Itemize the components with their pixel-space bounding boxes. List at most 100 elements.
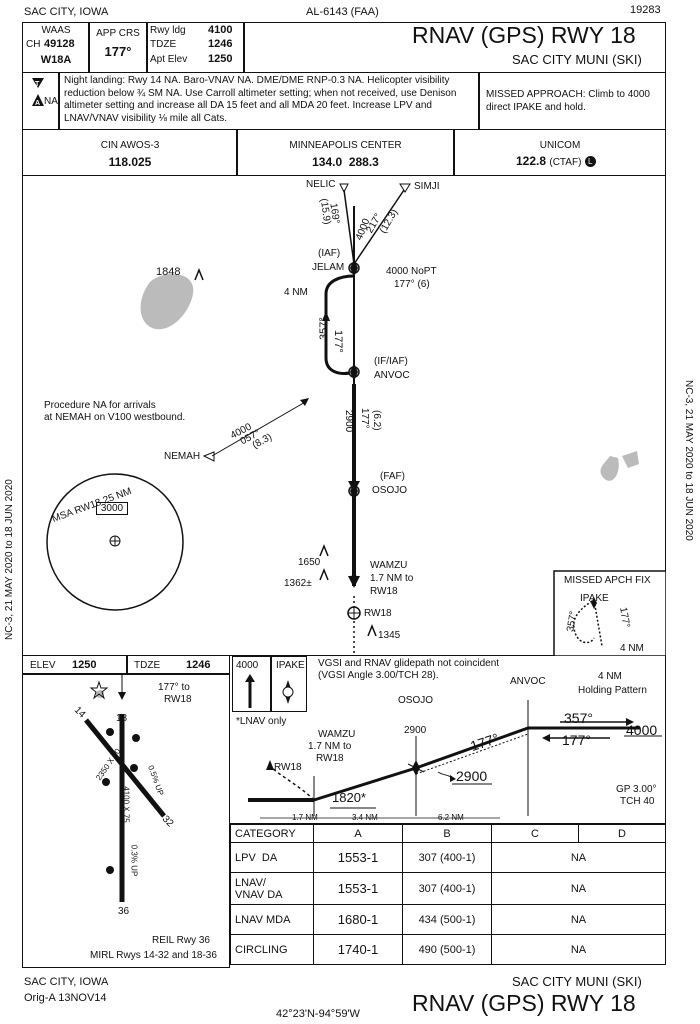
fix-wamzu: [350, 571, 358, 587]
nemah-note-2: at NEMAH on V100 westbound.: [44, 412, 186, 423]
briefing-strip: [22, 22, 666, 72]
rwy-ldg-label: Rwy ldg: [150, 25, 186, 36]
fix-anvoc: [348, 363, 360, 381]
haa-cell: 490 (500-1): [402, 934, 492, 965]
header-city: SAC CITY, IOWA: [24, 6, 109, 18]
rwy-36-label: 36: [118, 906, 130, 917]
label-obst-1650: 1650: [298, 557, 321, 568]
prof-osojo-alt: 2900: [404, 725, 427, 736]
label-iaf: (IAF): [318, 248, 341, 259]
footer-city: SAC CITY, IOWA: [24, 976, 109, 988]
rwy-ldg-value: 4100: [208, 24, 233, 36]
center-freq: 134.0 288.3: [312, 155, 379, 169]
airport-name: SAC CITY MUNI (SKI): [512, 52, 642, 67]
date-left: NC-3, 21 MAY 2020 to 18 JUN 2020: [4, 479, 15, 640]
val-cell: 1740-1: [313, 934, 403, 965]
ch-value: 49128: [44, 38, 75, 50]
label-faf: (FAF): [380, 471, 405, 482]
cat-cell: LNAV MDA: [230, 904, 314, 935]
ad-tdze-value: 1246: [186, 659, 211, 671]
missed-icon-box: [232, 656, 307, 712]
val-cell: 1553-1: [313, 842, 403, 873]
airport-diagram-frame: [22, 656, 230, 968]
label-rw18: RW18: [364, 608, 392, 619]
cat-cell: LNAV/ VNAV DA: [230, 872, 314, 905]
ctaf-label: (CTAF): [549, 157, 582, 168]
footer-coords: 42°23'N-94°59'W: [276, 1008, 360, 1020]
waas-label: WAAS: [41, 25, 71, 36]
val-cell: 1553-1: [313, 872, 403, 905]
minimums-row-circling: CIRCLING 1740-1 490 (500-1) NA: [230, 934, 666, 965]
label-obst-1345: 1345: [378, 630, 401, 641]
comms-box: [22, 130, 666, 176]
waas-id: W18A: [40, 54, 72, 66]
date-right: NC-3, 21 MAY 2020 to 18 JUN 2020: [683, 380, 694, 541]
plan-view-frame: [22, 176, 666, 656]
prof-rw18: RW18: [274, 762, 302, 773]
unicom-freq-line: 122.8 (CTAF) L: [516, 154, 596, 168]
prof-in-crs: 177°: [562, 732, 591, 748]
prof-ipake: IPAKE: [276, 660, 305, 671]
label-seg-dist: (6.2): [371, 410, 382, 431]
missed-fix-ipake: IPAKE: [580, 593, 609, 604]
prof-faf-alt: 2900: [456, 768, 488, 784]
missed-fix-len: 4 NM: [620, 643, 644, 654]
label-nemah: NEMAH: [164, 451, 201, 462]
rwy-grad-2: 0.3% UP: [129, 844, 139, 877]
header-chart-no: 19283: [630, 4, 661, 16]
obstacle-icon: [319, 567, 329, 581]
footer-proc-title: RNAV (GPS) RWY 18: [412, 990, 636, 1016]
haa-cell: 307 (400-1): [402, 872, 492, 905]
fix-osojo: [348, 482, 360, 500]
minimums-row-lnav-vnav: LNAV/ VNAV DA 1553-1 307 (400-1) NA: [230, 872, 666, 905]
label-hold-in: 177°: [332, 330, 344, 353]
label-hold-len: 4 NM: [284, 287, 308, 298]
label-simji: SIMJI: [414, 181, 440, 192]
label-if-iaf: (IF/IAF): [374, 356, 408, 367]
awos-freq: 118.025: [108, 155, 152, 169]
prof-hold-note-1: 4 NM: [598, 671, 622, 682]
ad-tdze-label: TDZE: [134, 660, 161, 671]
airport-diagram-graphics: [84, 674, 166, 902]
vgsi-note-2: (VGSI Angle 3.00/TCH 28).: [318, 670, 439, 681]
label-nopt-crs: 177° (6): [394, 279, 430, 290]
label-seg-crs: 177°: [359, 408, 370, 429]
val-cell: 1680-1: [313, 904, 403, 935]
label-osojo: OSOJO: [372, 485, 408, 496]
prof-wamzu: WAMZU: [318, 729, 356, 740]
cat-cell: LPV DA: [230, 842, 314, 873]
tdze-value: 1246: [208, 38, 233, 50]
header-c: C: [491, 824, 579, 843]
label-hold-out: 357°: [318, 317, 330, 340]
svg-text:A: A: [35, 100, 40, 107]
minimums-table: CATEGORY A B C D LPV DA 1553-1 307 (400-…: [230, 824, 666, 965]
prof-gp: GP 3.00°: [616, 784, 657, 795]
cd-cell: NA: [491, 872, 666, 905]
footer-airport: SAC CITY MUNI (SKI): [512, 974, 642, 989]
ad-crs-note-2: RW18: [164, 694, 192, 705]
label-seg-alt: 2900: [343, 410, 354, 433]
cd-cell: NA: [491, 842, 666, 873]
elev-label: ELEV: [30, 660, 56, 671]
prof-hold-alt: 4000: [626, 722, 658, 738]
label-nopt: 4000 NoPT: [386, 266, 437, 277]
profile-frame: [230, 656, 666, 824]
label-wamzu-rw: RW18: [370, 586, 398, 597]
takeoff-min-icon: T A: [32, 78, 44, 107]
reil-note: REIL Rwy 36: [152, 935, 210, 946]
unicom-label: UNICOM: [539, 140, 581, 151]
plan-view-graphics: [46, 183, 666, 656]
center-label: MINNEAPOLIS CENTER: [289, 140, 402, 151]
msa-alt: 3000: [96, 502, 128, 515]
rwy-18-label: 18: [116, 713, 128, 724]
minimums-header-row: CATEGORY A B C D: [230, 824, 666, 843]
obstacle-icon: [367, 623, 377, 637]
missed-approach-text: MISSED APPROACH: Climb to 4000 direct IP…: [486, 89, 650, 113]
briefing-notes: Night landing: Rwy 14 NA. Baro-VNAV NA. …: [64, 75, 457, 124]
notes-box: [22, 72, 666, 130]
obstacle-icon: [194, 267, 204, 281]
lighting-icon: L: [584, 156, 596, 168]
apt-elev-label: Apt Elev: [150, 54, 188, 65]
obstacle-icon: [319, 543, 329, 557]
label-jelam: JELAM: [312, 262, 345, 273]
